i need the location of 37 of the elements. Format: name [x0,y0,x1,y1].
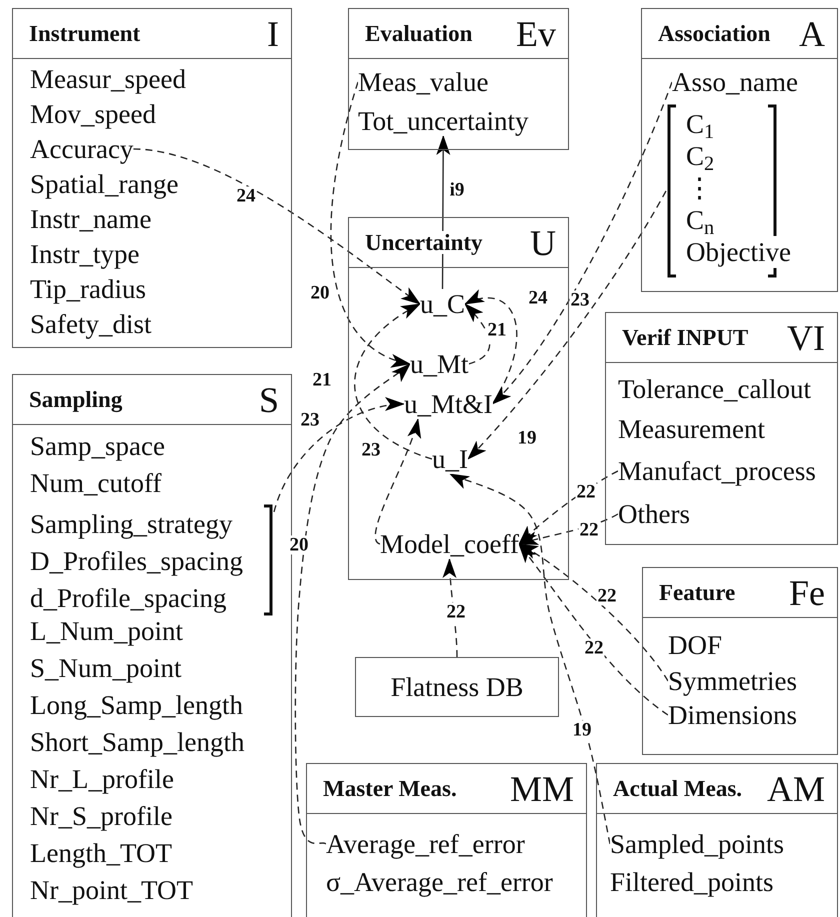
class-box [642,567,838,755]
database-box: Flatness DB [355,657,559,717]
dashed-arrow [354,303,432,460]
dashed-arrow [449,473,611,844]
edge-label: 19 [572,720,592,740]
dashed-arrow [330,82,411,366]
class-box [605,312,838,545]
edge-label: 22 [446,602,466,622]
class-name: Sampling [29,388,122,411]
dashed-arrow [374,418,420,545]
class-box [641,8,838,292]
dashed-arrow [492,82,673,405]
dashed-arrow [273,398,405,512]
dashed-arrow [518,470,618,545]
class-box [348,217,569,580]
edge-label: 20 [288,536,310,554]
class-box [596,763,838,917]
edge-label: 22 [584,638,604,658]
edge-label: 22 [576,482,596,502]
class-box [348,8,569,150]
dashed-arrow [464,290,518,404]
class-box [12,374,292,917]
edge-label: 21 [486,320,508,340]
edge-label: 22 [596,586,618,606]
attribute-text: Objective [686,236,791,268]
dashed-arrow [518,513,618,546]
dashed-arrow [518,543,668,716]
dashed-arrow [442,558,458,658]
class-name: Uncertainty [365,231,483,254]
dashed-arrow [467,190,667,460]
dashed-arrow [518,543,669,682]
dashed-arrow [464,303,490,365]
dashed-arrow [133,148,421,305]
class-box [306,763,587,917]
bracketed-group [28,504,274,616]
dashed-arrow [294,363,411,845]
class-box [12,8,292,348]
